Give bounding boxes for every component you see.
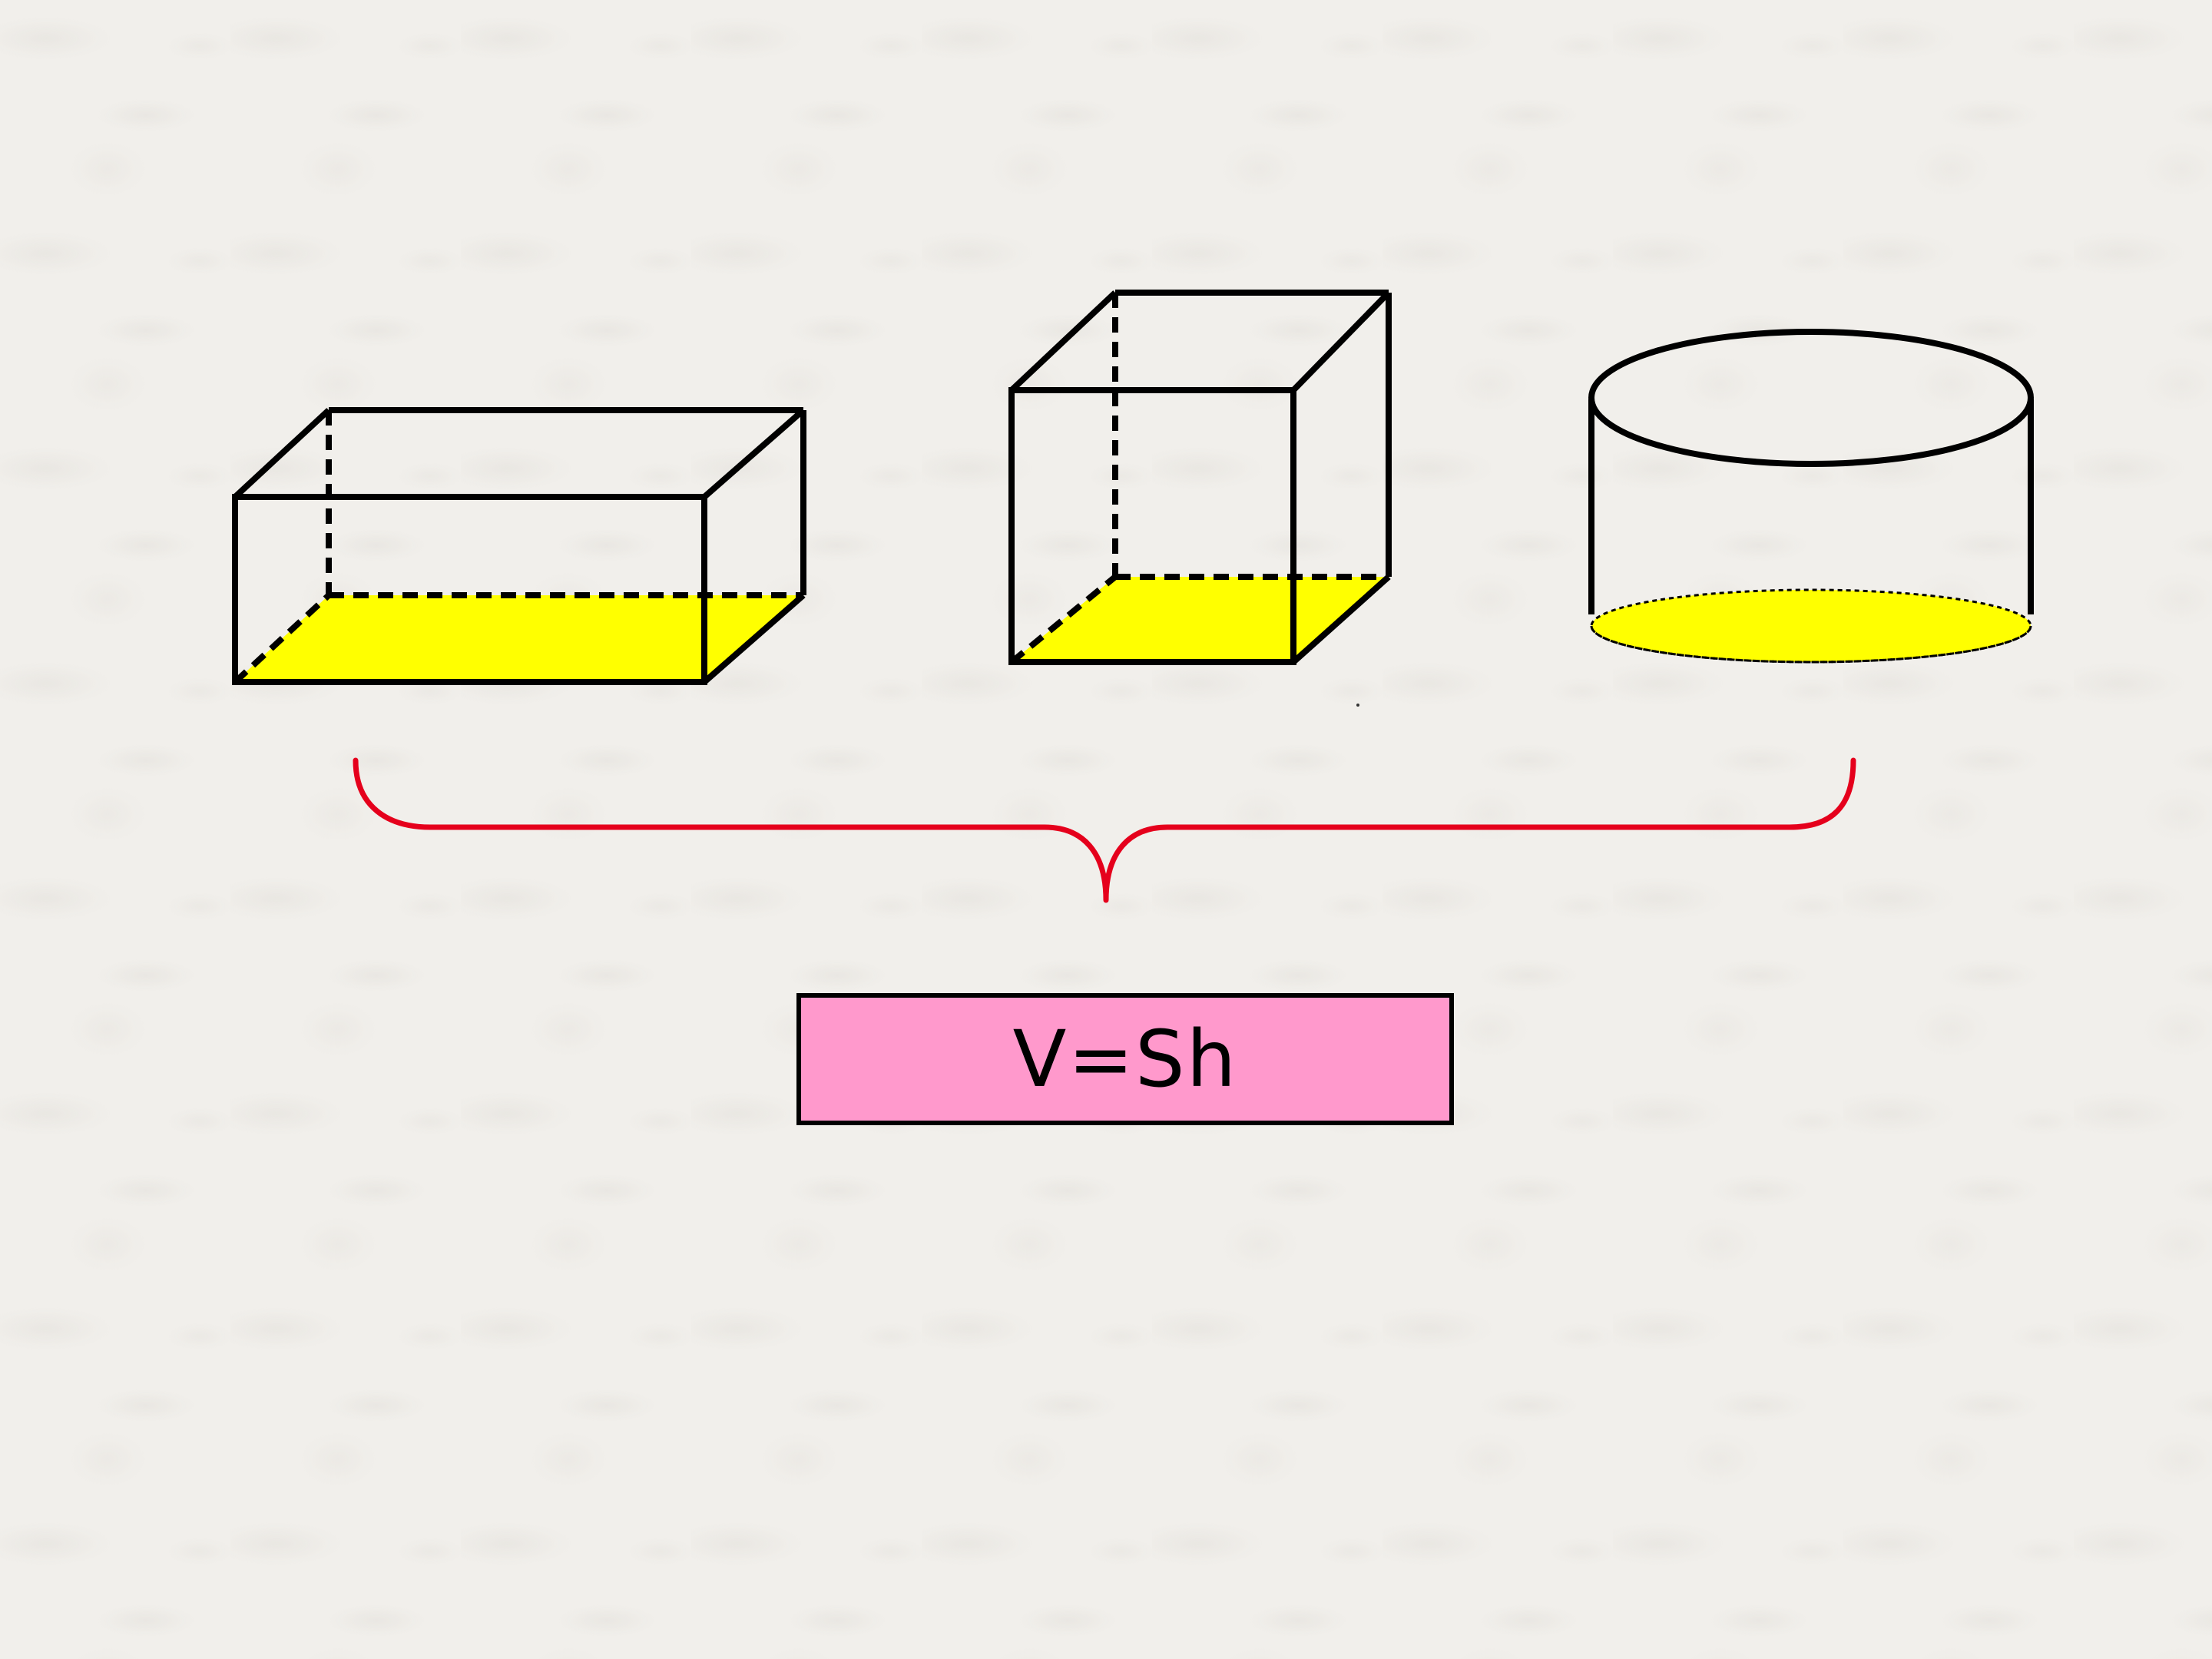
cuboid-shape [232,407,806,685]
cuboid-hidden-edges [233,410,803,684]
cube-front-face [1008,387,1296,665]
stray-dot [1356,704,1359,707]
volume-formula: V=Sh [1012,1013,1238,1105]
cylinder-base-fill [1590,588,2032,664]
cuboid-base-fill [235,595,803,682]
cube-base-fill [1012,577,1389,662]
formula-box: V=Sh [796,993,1454,1125]
grouping-brace [353,757,1856,903]
cuboid-visible-edges [233,407,806,685]
cylinder-top-ellipse [1588,329,2034,467]
cuboid-front-face [232,494,707,685]
cylinder-shape [1588,329,2034,664]
cube-visible-edges [1009,290,1392,664]
cube-hidden-edges [1009,293,1389,665]
cylinder-front-bottom [1590,625,2032,664]
cube-shape [1008,290,1392,665]
